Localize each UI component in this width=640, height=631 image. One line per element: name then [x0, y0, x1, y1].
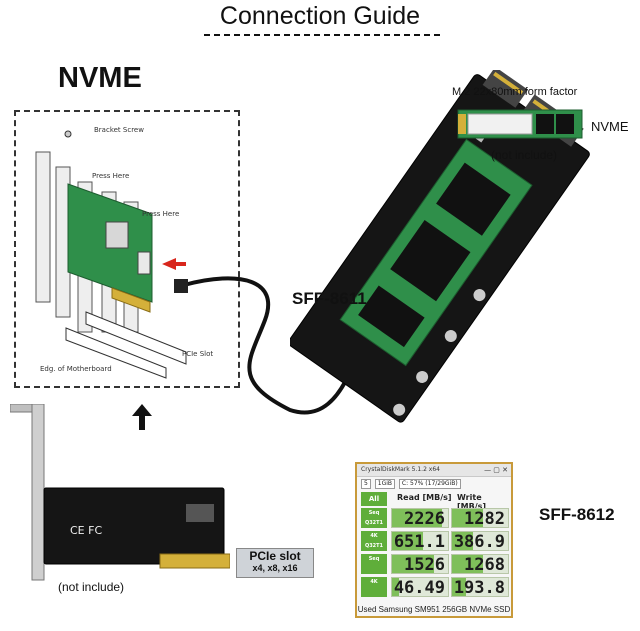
- benchmark-footer: Used Samsung SM951 256GB NVMe SSD: [357, 605, 511, 614]
- svg-text:CE FC: CE FC: [70, 524, 102, 537]
- label-press-here-2: Press Here: [142, 210, 180, 218]
- window-controls-icon[interactable]: — ▢ ✕: [484, 466, 508, 474]
- write-value-cell: 1268: [451, 554, 509, 574]
- runs-select[interactable]: 5: [361, 479, 371, 489]
- write-value-cell: 386.9: [451, 531, 509, 551]
- label-press-here-1: Press Here: [92, 172, 130, 180]
- nvme-heading: NVME: [58, 62, 142, 94]
- pcie-slot-badge: PCIe slot x4, x8, x16: [236, 548, 314, 578]
- read-bar: [392, 555, 434, 573]
- pcie-slot-widths: x4, x8, x16: [252, 563, 298, 573]
- write-bar: [452, 578, 466, 596]
- installation-diagram-frame: [14, 110, 240, 388]
- ssd-type-label: NVME: [591, 119, 629, 134]
- test-button-seq[interactable]: Seq: [361, 554, 387, 574]
- read-bar: [392, 578, 399, 596]
- pcie-card-image: CE FC: [10, 404, 230, 581]
- silkscreen-2242: 2242: [483, 323, 501, 331]
- read-value-cell: 651.1: [391, 531, 449, 551]
- title-underline: [204, 34, 440, 36]
- drive-select[interactable]: C: 57% (17/29GiB): [398, 479, 461, 489]
- label-pcie-slot-diagram: PCIe Slot: [182, 350, 214, 358]
- silkscreen-22110: 22110: [586, 348, 609, 356]
- read-bar: [392, 532, 423, 550]
- read-bar: [392, 509, 443, 527]
- label-motherboard-edge: Edg. of Motherboard: [40, 365, 112, 373]
- read-value-cell: 46.49: [391, 577, 449, 597]
- test-button-4k[interactable]: 4K: [361, 577, 387, 597]
- sff-8611-label: SFF-8611: [292, 289, 367, 308]
- benchmark-toolbar: 5 1GiB C: 57% (17/29GiB): [361, 479, 507, 489]
- read-value-cell: 1526: [391, 554, 449, 574]
- read-value-cell: 2226: [391, 508, 449, 528]
- page-title: Connection Guide: [219, 2, 421, 30]
- size-select[interactable]: 1GiB: [374, 479, 395, 489]
- write-bar: [452, 509, 483, 527]
- card-not-included-note: (not include): [58, 580, 125, 594]
- ssd-not-included-note: (not include): [491, 148, 558, 162]
- write-header: Write [MB/s]: [457, 493, 487, 511]
- silkscreen-2280: 2280: [548, 385, 566, 393]
- run-all-button[interactable]: All: [361, 492, 387, 506]
- test-button-4k-q32t1[interactable]: 4K Q32T1: [361, 531, 387, 551]
- write-bar: [452, 532, 474, 550]
- ssd-form-factor-caption: M.2 22x80mm form factor: [452, 86, 578, 98]
- benchmark-window-title: CrystalDiskMark 5.1.2 x64: [361, 466, 440, 473]
- installation-diagram: [35, 130, 187, 379]
- write-value-cell: 1282: [451, 508, 509, 528]
- write-value-cell: 193.8: [451, 577, 509, 597]
- benchmark-window: CrystalDiskMark 5.1.2 x64 — ▢ ✕ 5 1GiB C…: [355, 462, 513, 618]
- label-bracket-screw: Bracket Screw: [94, 126, 144, 134]
- test-button-seq-q32t1[interactable]: Seq Q32T1: [361, 508, 387, 528]
- pcie-slot-title: PCIe slot: [249, 549, 301, 563]
- sff-8612-label: SFF-8612: [539, 505, 615, 524]
- silkscreen-2260: 2260: [512, 350, 530, 358]
- write-bar: [452, 555, 483, 573]
- benchmark-titlebar: CrystalDiskMark 5.1.2 x64 — ▢ ✕: [357, 464, 511, 477]
- arrow-up-icon: [132, 404, 152, 430]
- m2-ssd-image: [457, 109, 583, 139]
- read-header: Read [MB/s]: [397, 493, 452, 502]
